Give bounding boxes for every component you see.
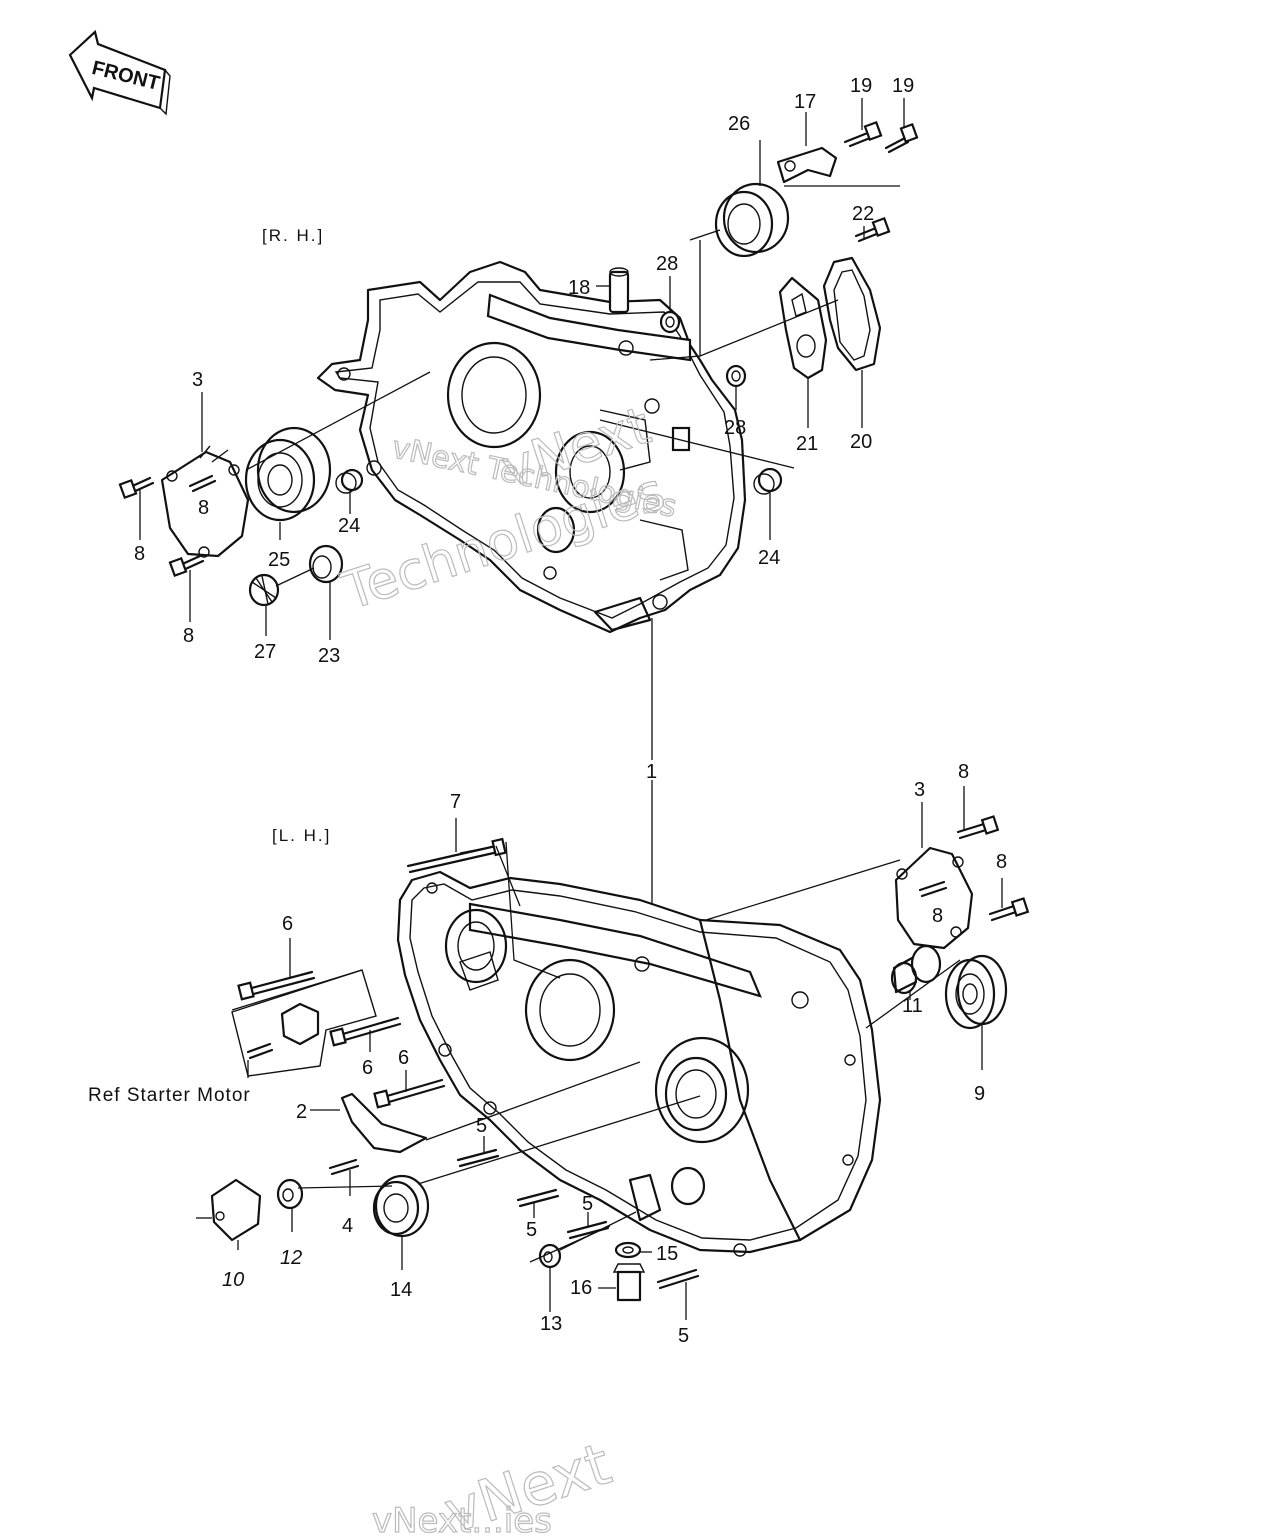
guide-2: [340, 1092, 428, 1154]
callout-10: 10: [222, 1269, 244, 1291]
needle-bearing-27: [248, 573, 280, 607]
drain-plug-16: [612, 1263, 646, 1302]
callout-19-right: 19: [892, 75, 914, 97]
right-crankcase-half: [316, 260, 747, 634]
callout-6-middle: 6: [362, 1057, 373, 1079]
collar-12: [276, 1178, 304, 1210]
callout-5-middle: 5: [582, 1193, 593, 1215]
callout-7: 7: [450, 791, 461, 813]
callout-8-lh-center: 8: [932, 905, 943, 927]
needle-bearing-11: [890, 944, 942, 995]
callout-12: 12: [280, 1247, 302, 1269]
callout-8-rh-bottom: 8: [183, 625, 194, 647]
callout-4: 4: [342, 1215, 353, 1237]
callout-23: 23: [318, 645, 340, 667]
watermark: vNext vNext Technologies Technologies vN…: [334, 395, 680, 1536]
watermark-bottom-2: vNext...ies: [372, 1501, 552, 1536]
callout-8-rh-center: 8: [198, 497, 209, 519]
callout-25: 25: [268, 549, 290, 571]
stopper-17: [776, 146, 838, 184]
callout-28-bottom: 28: [724, 417, 746, 439]
callout-1: 1: [646, 761, 657, 783]
callout-24-right: 24: [758, 547, 780, 569]
callout-16: 16: [570, 1277, 592, 1299]
callout-9: 9: [974, 1083, 985, 1105]
oil-seal-23: [308, 544, 344, 584]
bolts-5: [456, 1148, 700, 1290]
callout-27: 27: [254, 641, 276, 663]
ref-starter-motor-label: Ref Starter Motor: [88, 1085, 251, 1106]
callout-2: 2: [296, 1101, 307, 1123]
bolts-19: [843, 120, 919, 154]
screw-22: [854, 216, 891, 243]
callout-8-lh-right: 8: [996, 851, 1007, 873]
callout-15: 15: [656, 1243, 678, 1265]
callout-8-lh-top: 8: [958, 761, 969, 783]
left-crankcase-half: [396, 870, 882, 1257]
front-arrow: FRONT: [68, 29, 171, 116]
callout-5-bottom: 5: [678, 1325, 689, 1347]
callout-20: 20: [850, 431, 872, 453]
washer-15: [614, 1241, 642, 1259]
callout-5-upper: 5: [476, 1115, 487, 1137]
callout-13: 13: [540, 1313, 562, 1335]
callout-numbers: 3 8 8 8 25 24 27 23 26 17 19 19 22 18 28…: [134, 75, 1007, 1347]
callout-11: 11: [902, 995, 923, 1017]
bushing-24-left: [335, 468, 364, 494]
rh-leader-lines: [139, 98, 905, 905]
gasket-20: [822, 256, 882, 372]
oil-seal-14: [372, 1174, 430, 1238]
bushing-24-right: [753, 467, 783, 495]
callout-5-left: 5: [526, 1219, 537, 1241]
screws-8-lh: [918, 815, 1030, 922]
collars-28: [659, 310, 747, 388]
callout-3-rh: 3: [192, 369, 203, 391]
bolt-4: [328, 1158, 360, 1176]
callout-19-left: 19: [850, 75, 872, 97]
screws-8-rh: [118, 474, 217, 578]
callout-22: 22: [852, 203, 874, 225]
bolt-7: [406, 837, 507, 874]
ball-bearing-9: [944, 954, 1008, 1030]
plate-21: [778, 276, 828, 380]
ball-bearing-26: [714, 182, 790, 258]
pin-18: [608, 267, 630, 314]
callout-14: 14: [390, 1279, 412, 1301]
section-label-rh: [R. H.]: [262, 226, 324, 245]
callout-3-lh: 3: [914, 779, 925, 801]
ball-bearing-25: [244, 426, 332, 522]
callout-17: 17: [794, 91, 816, 113]
callout-6-right: 6: [398, 1047, 409, 1069]
bearing-cap-3-rh: [160, 445, 250, 558]
lh-leader-lines: [231, 786, 1003, 1320]
callout-18: 18: [568, 277, 590, 299]
section-label-lh: [L. H.]: [272, 826, 331, 845]
bearing-cap-3-lh: [894, 846, 974, 950]
bolts-6: [237, 970, 446, 1109]
ref-starter-motor-bracket: [231, 969, 377, 1078]
cover-10: [196, 1178, 262, 1242]
callout-26: 26: [728, 113, 750, 135]
callout-24-left: 24: [338, 515, 360, 537]
callout-28-top: 28: [656, 253, 678, 275]
callout-21: 21: [796, 433, 818, 455]
callout-6-top: 6: [282, 913, 293, 935]
callout-8-rh-left: 8: [134, 543, 145, 565]
